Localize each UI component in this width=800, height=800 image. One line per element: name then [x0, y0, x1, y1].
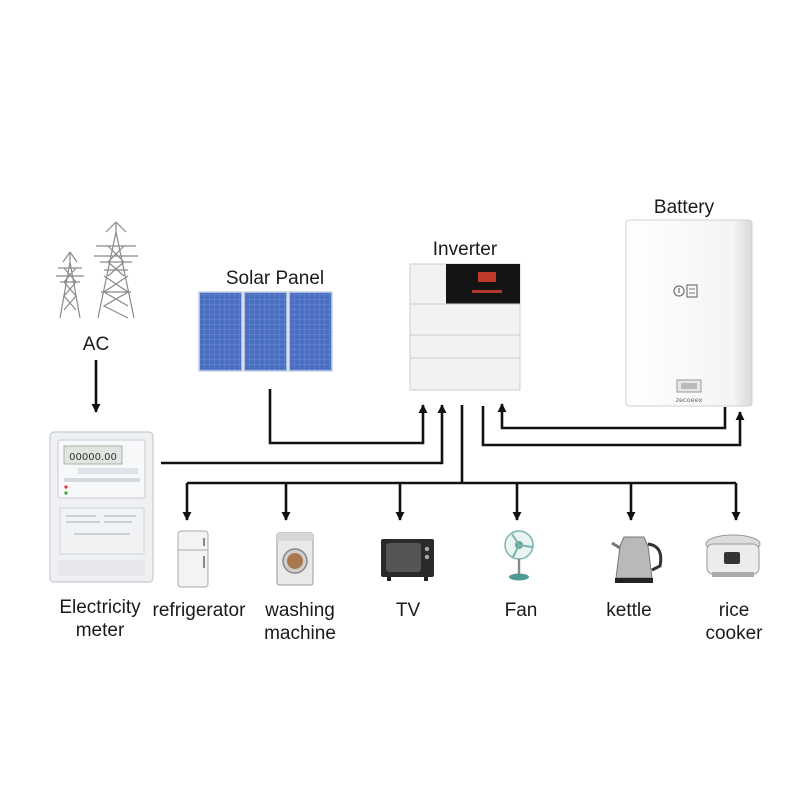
- inverter-to-battery-line: [481, 406, 745, 447]
- washing-machine-label-line1: washing: [265, 600, 335, 621]
- electricity-meter-icon: [49, 431, 154, 583]
- battery-icon: [625, 219, 753, 407]
- power-tower-icon: [56, 221, 138, 319]
- inverter-label: Inverter: [432, 239, 498, 260]
- fan-label: Fan: [491, 599, 551, 622]
- electricity-meter-label: Electricity meter: [40, 596, 160, 642]
- meter-display-reading: 00000.00: [69, 452, 117, 463]
- refrigerator-label: refrigerator: [144, 599, 254, 622]
- battery-label: Battery: [653, 197, 715, 218]
- connection-lines: [161, 389, 745, 521]
- electricity-meter-label-line2: meter: [75, 620, 125, 641]
- electricity-meter-label-line1: Electricity: [59, 597, 141, 618]
- fan-label-line1: Fan: [504, 600, 538, 621]
- washing-machine-label-line2: machine: [264, 623, 336, 644]
- battery-to-inverter-line: [497, 403, 727, 430]
- washing-machine-icon: [276, 532, 314, 586]
- tv-label-line1: TV: [395, 600, 421, 621]
- kettle-icon: [611, 536, 663, 583]
- solar-panel-label: Solar Panel: [225, 268, 325, 289]
- kettle-label: kettle: [589, 599, 669, 622]
- solar-panel-icon: [198, 291, 333, 372]
- rice-cooker-label-line2: cooker: [705, 623, 763, 644]
- fan-icon: [504, 530, 534, 581]
- tv-icon: [381, 539, 434, 581]
- kettle-label-line1: kettle: [606, 600, 652, 621]
- solar-to-inverter-line: [268, 389, 428, 445]
- tv-label: TV: [378, 599, 438, 622]
- meter-to-inverter-line: [161, 404, 447, 465]
- ac-label: AC: [82, 334, 110, 355]
- inverter-icon: [409, 263, 521, 391]
- battery-brand: zecoeex: [676, 396, 703, 404]
- refrigerator-label-line1: refrigerator: [152, 600, 246, 621]
- rice-cooker-label: rice cooker: [694, 599, 774, 645]
- rice-cooker-icon: [705, 534, 761, 577]
- refrigerator-icon: [177, 530, 209, 588]
- washing-machine-label: washing machine: [250, 599, 350, 645]
- rice-cooker-label-line1: rice: [718, 600, 750, 621]
